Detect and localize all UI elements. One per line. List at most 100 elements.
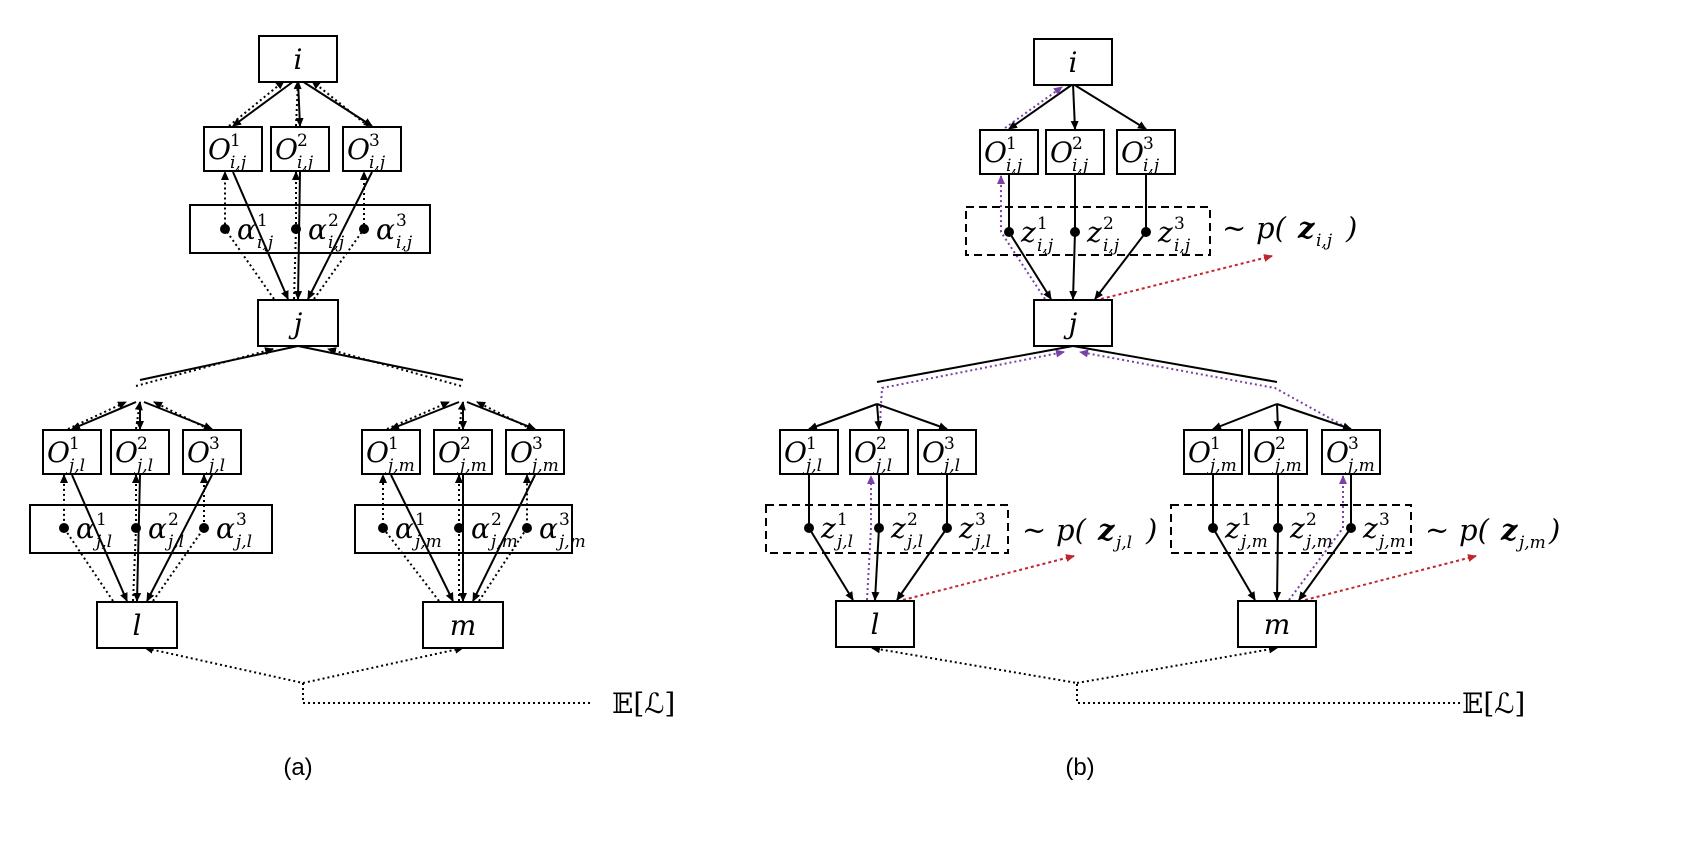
a-left-op-2-symbol: O (115, 436, 138, 469)
b-left-op-2-index: 2 (876, 434, 887, 454)
b-top-gate-dot-1 (1004, 227, 1014, 237)
a-right-src-edge (390, 401, 460, 430)
b-node-l-label: l (871, 608, 880, 641)
a-j-to-right-branch (297, 345, 464, 381)
a-left-op-1-box (42, 429, 102, 475)
a-left-op-1 (42, 429, 102, 475)
b-node-j (1033, 299, 1113, 347)
b-top-gate-1-index: 1 (1037, 214, 1048, 234)
b-top-gate-1-symbol: z (1020, 216, 1036, 249)
b-right-dist-p: p( (1459, 513, 1490, 547)
a-node-i-label: i (294, 43, 303, 76)
a-right-branch-grad (327, 347, 462, 387)
b-node-i (1033, 38, 1113, 86)
b-right-op-1-box (1183, 429, 1243, 475)
b-left-gate-1-index: 1 (837, 510, 848, 530)
a-left-src-grad (67, 401, 127, 430)
b-right-gate-3-index: 3 (1379, 510, 1390, 530)
a-left-op-3-box (182, 429, 242, 475)
a-top-op-3-symbol: O (347, 133, 370, 166)
a-right-gate-1-subscript: j,m (411, 532, 442, 552)
b-left-gate-to-dst (871, 527, 880, 601)
a-right-gate-2-subscript: j,m (487, 532, 518, 552)
b-left-gate-2-symbol: z (890, 512, 906, 545)
b-left-op-2-box (849, 429, 909, 475)
b-left-op-1-box (779, 429, 839, 475)
b-right-branch-grad (1079, 349, 1343, 426)
a-left-gate-1-symbol: α (76, 512, 95, 545)
b-right-z-group (1170, 504, 1412, 554)
b-top-gate-3-symbol: z (1157, 216, 1173, 249)
b-right-op-2-subscript: j,m (1271, 456, 1302, 476)
a-left-gate-dot-1 (59, 523, 69, 533)
a-left-op-2-index: 2 (137, 434, 148, 454)
a-top-op-3-index: 3 (369, 131, 380, 151)
b-top-dist-z: z (1297, 211, 1315, 245)
a-top-dst-grad (292, 171, 300, 300)
b-right-dist-tilde: ~ (1425, 513, 1449, 547)
a-top-gate-dot-1 (220, 224, 230, 234)
a-top-gate-dot-2 (291, 224, 301, 234)
b-left-dist-close: ) (1145, 513, 1157, 547)
b-top-op-2-box (1045, 129, 1105, 175)
a-top-op-2-subscript: i,j (297, 153, 314, 173)
a-top-op-2 (270, 126, 330, 172)
b-top-src-edge (1072, 83, 1147, 130)
b-left-op-1-symbol: O (784, 436, 807, 469)
b-left-branch-grad (879, 349, 1065, 424)
a-right-gate-3-subscript: j,m (555, 532, 586, 552)
a-node-l-box (96, 601, 178, 649)
a-left-branch-grad (135, 347, 274, 387)
a-left-op-2-subscript: j,l (133, 456, 153, 476)
b-right-sample-arrow (1304, 554, 1477, 601)
b-right-gate-2-index: 2 (1306, 510, 1317, 530)
a-right-src-grad (476, 401, 532, 430)
b-left-z-group (765, 504, 1009, 554)
a-left-dst-grad (132, 474, 140, 602)
b-left-op-3-box (917, 429, 977, 475)
b-left-gate-to-dst (896, 527, 948, 601)
b-top-gate-dot-2 (1070, 227, 1080, 237)
a-top-gate-3-subscript: i,j (396, 233, 413, 253)
b-right-gate-dot-3 (1346, 523, 1356, 533)
a-left-gate-1-subscript: j,l (92, 532, 112, 552)
a-top-op-1-symbol: O (208, 133, 231, 166)
a-right-alpha-group (354, 504, 573, 554)
b-top-src-edge (1070, 83, 1079, 130)
a-left-gate-2-symbol: α (148, 512, 167, 545)
a-right-gate-1-symbol: α (395, 512, 414, 545)
a-top-gate-1-subscript: i,j (257, 233, 274, 253)
b-left-dist-z: z (1097, 513, 1115, 547)
b-top-gate-3-subscript: i,j (1174, 236, 1191, 256)
b-top-dist-sub: i,j (1316, 231, 1333, 251)
b-left-gate-dot-1 (804, 523, 814, 533)
b-top-sample-arrow (1100, 254, 1273, 300)
b-right-src-edge (1212, 403, 1278, 430)
a-right-dst-edge (390, 474, 454, 602)
a-top-dst-edge (294, 171, 303, 300)
b-right-dist-z: z (1500, 513, 1518, 547)
b-right-gate-1-index: 1 (1241, 510, 1252, 530)
a-right-op-1-index: 1 (388, 434, 399, 454)
b-top-op-2-symbol: O (1050, 136, 1073, 169)
a-left-gate-3-subscript: j,l (232, 532, 252, 552)
b-top-op-1-symbol: O (984, 136, 1007, 169)
a-right-op-2-box (433, 429, 493, 475)
a-right-op-2-symbol: O (438, 436, 461, 469)
b-left-op-2 (849, 429, 909, 475)
b-right-op-1-symbol: O (1188, 436, 1211, 469)
a-right-op-2-index: 2 (460, 434, 471, 454)
b-right-src-edge (1273, 403, 1282, 430)
b-top-op-2-index: 2 (1072, 134, 1083, 154)
b-right-dist-sub: j,m (1515, 533, 1546, 553)
a-left-gate-2-index: 2 (168, 510, 179, 530)
b-right-src-edge (1276, 403, 1352, 431)
a-node-j-box (257, 299, 339, 347)
b-loss-to-l (871, 645, 1460, 704)
b-right-op-2-box (1248, 429, 1308, 475)
b-right-op-1 (1183, 429, 1243, 475)
a-right-op-3-subscript: j,m (528, 456, 559, 476)
b-right-gate-1-subscript: j,m (1237, 532, 1268, 552)
b-left-gate-1-symbol: z (820, 512, 836, 545)
